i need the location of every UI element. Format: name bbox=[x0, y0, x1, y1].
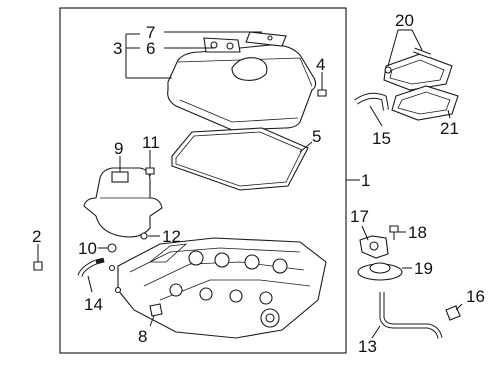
callout-6: 6 bbox=[146, 39, 155, 58]
callout-7: 7 bbox=[146, 23, 155, 42]
callout-20: 20 bbox=[395, 11, 414, 30]
leader-lines bbox=[37, 29, 463, 339]
bolt-11 bbox=[145, 164, 155, 176]
bolt-4 bbox=[317, 74, 327, 97]
gasket-20 bbox=[383, 53, 453, 91]
callout-8: 8 bbox=[138, 327, 147, 346]
label-8 bbox=[149, 303, 163, 317]
upper-cover bbox=[167, 44, 317, 131]
callout-13: 13 bbox=[358, 337, 377, 356]
callout-1: 1 bbox=[361, 171, 370, 190]
intake-manifold bbox=[117, 237, 327, 339]
gasket-5 bbox=[171, 127, 309, 191]
callout-3: 3 bbox=[113, 39, 122, 58]
callout-4: 4 bbox=[316, 55, 325, 74]
mount-19 bbox=[357, 262, 403, 281]
callout-5: 5 bbox=[312, 127, 321, 146]
seal-20 bbox=[413, 47, 431, 59]
nipple-10 bbox=[107, 243, 117, 253]
hose-13 bbox=[379, 292, 443, 339]
hose-15 bbox=[354, 92, 389, 111]
callout-2: 2 bbox=[32, 227, 41, 246]
callout-labels: 1 2 3 4 5 6 7 8 9 10 11 12 13 14 15 16 1… bbox=[32, 11, 485, 356]
callout-18: 18 bbox=[408, 223, 427, 242]
bolt-18 bbox=[389, 225, 399, 240]
reservoir-9 bbox=[83, 167, 163, 238]
callout-17: 17 bbox=[350, 207, 369, 226]
fitting bbox=[114, 286, 122, 294]
bolt-2 bbox=[33, 252, 43, 271]
hose-14 bbox=[77, 257, 105, 277]
callout-15: 15 bbox=[372, 129, 391, 148]
callout-19: 19 bbox=[414, 259, 433, 278]
bracket-17 bbox=[359, 235, 389, 259]
gasket-21 bbox=[391, 85, 459, 121]
callout-9: 9 bbox=[114, 139, 123, 158]
callout-12: 12 bbox=[162, 227, 181, 246]
callout-21: 21 bbox=[440, 119, 459, 138]
callout-11: 11 bbox=[142, 133, 160, 152]
plate-7 bbox=[245, 31, 287, 47]
callout-10: 10 bbox=[78, 239, 97, 258]
callout-16: 16 bbox=[466, 287, 485, 306]
bracket-6 bbox=[203, 37, 241, 53]
fitting bbox=[108, 264, 116, 272]
callout-14: 14 bbox=[84, 295, 103, 314]
clip-12 bbox=[140, 232, 148, 240]
